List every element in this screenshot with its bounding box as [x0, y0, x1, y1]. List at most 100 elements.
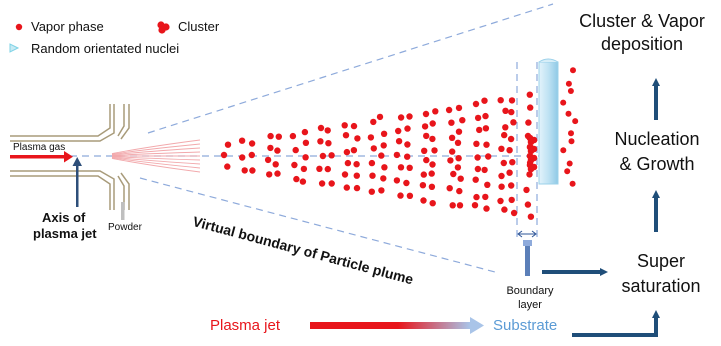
plume-lower-boundary: [139, 177, 496, 273]
plasma-torch: [10, 104, 130, 210]
substrate-cluster: [526, 161, 538, 173]
vapor-particle: [481, 166, 488, 174]
substrate-cluster: [526, 143, 538, 155]
vapor-particle: [445, 106, 453, 114]
boundary-layer-label-line1: Boundary: [506, 285, 554, 297]
plasma-flame-strand: [111, 147, 201, 156]
vapor-particle: [324, 165, 331, 173]
powder-feeder: [121, 202, 125, 220]
plume-upper-boundary: [147, 3, 554, 134]
legend-vapor-phase-label: Vapor phase: [31, 19, 104, 34]
vapor-particle: [302, 154, 309, 161]
vapor-particle: [429, 161, 436, 168]
vapor-particle: [369, 172, 376, 179]
vapor-particle: [485, 153, 492, 160]
substrate-block: [538, 58, 559, 185]
vapor-particle: [449, 148, 456, 155]
vapor-particle: [484, 181, 491, 188]
vapor-particle: [353, 161, 360, 168]
vapor-particle: [422, 110, 430, 118]
vapor-particle: [525, 119, 532, 126]
vapor-particle: [527, 104, 534, 111]
vapor-particle: [380, 175, 387, 182]
vapor-particle: [446, 185, 453, 192]
vapor-particle: [483, 141, 490, 148]
deposited-particle: [568, 138, 575, 145]
vapor-particle: [454, 139, 462, 146]
vapor-particle: [474, 165, 482, 173]
vapor-particle: [378, 152, 385, 159]
vapor-particle: [239, 154, 246, 161]
plasma-flame-strand: [111, 151, 201, 156]
deposited-particle: [567, 88, 574, 94]
cluster-legend-icon: [157, 21, 170, 34]
vapor-particle: [266, 171, 273, 178]
vapor-particle: [449, 202, 456, 209]
vapor-particle: [319, 152, 327, 160]
vapor-particle: [526, 171, 533, 178]
vapor-particle: [220, 151, 228, 159]
vapor-particle: [423, 132, 430, 140]
vapor-particle: [507, 135, 515, 143]
plasma-flame-strand: [111, 156, 201, 165]
deposition-label-line2: deposition: [600, 34, 684, 54]
vapor-particle: [376, 113, 384, 121]
vapor-particle: [448, 119, 455, 126]
plasma-jet-label: Plasma jet: [210, 317, 281, 334]
vapor-particle: [404, 141, 411, 148]
nucleation-label-line1: Nucleation: [614, 129, 700, 149]
vapor-particle: [498, 172, 505, 180]
axis-label-line1: Axis of: [42, 210, 86, 225]
vapor-particle: [370, 118, 377, 126]
vapor-particle: [474, 154, 481, 161]
process-arrows: [542, 78, 660, 337]
vapor-particle: [292, 146, 299, 154]
vapor-particle: [248, 151, 255, 159]
vapor-particle: [455, 104, 463, 112]
legend-cluster-label: Cluster: [178, 19, 220, 34]
vapor-particle: [501, 206, 508, 213]
powder-label: Powder: [108, 222, 142, 233]
vapor-particle: [527, 213, 535, 220]
vapor-particle: [370, 145, 377, 152]
vapor-particle: [397, 192, 404, 199]
vapor-particle: [341, 171, 349, 178]
vapor-particle: [341, 122, 348, 129]
vapor-particle: [448, 134, 456, 141]
vapor-particle: [508, 182, 515, 189]
vapor-particle: [397, 114, 405, 121]
vapor-particle: [353, 184, 361, 192]
vapor-particle: [508, 108, 515, 116]
vapor-particle: [343, 148, 351, 156]
vapor-particle: [224, 141, 232, 148]
vapor-particle: [472, 100, 480, 108]
vapor-particle: [238, 137, 246, 144]
vapor-particle: [508, 196, 515, 204]
vapor-particle: [393, 177, 401, 184]
deposited-particle: [568, 130, 574, 137]
vapor-particle: [406, 192, 414, 199]
deposited-particle: [565, 110, 572, 117]
vapor-particle: [419, 182, 427, 189]
vapor-particle: [275, 133, 282, 140]
vapor-particle: [241, 167, 248, 174]
vapor-particle: [483, 205, 490, 212]
boundary-layer-pointer-cap: [523, 240, 532, 246]
deposited-particle: [570, 67, 576, 74]
vapor-particle: [510, 119, 517, 126]
deposited-particle: [566, 160, 573, 167]
deposition-label-line1: Cluster & Vapor: [579, 11, 705, 31]
vapor-particle: [325, 140, 332, 147]
vapor-particle: [380, 142, 387, 149]
axis-arrow: [72, 157, 82, 207]
deposited-particle: [565, 80, 572, 87]
vapor-particle: [344, 159, 352, 167]
vapor-particle: [429, 135, 436, 143]
vapor-phase-legend-dot: [15, 23, 23, 31]
vapor-particle: [403, 179, 410, 187]
vapor-particle: [455, 155, 462, 162]
vapor-particle: [428, 183, 436, 190]
vapor-particle: [317, 138, 324, 145]
vapor-particle: [526, 91, 533, 98]
